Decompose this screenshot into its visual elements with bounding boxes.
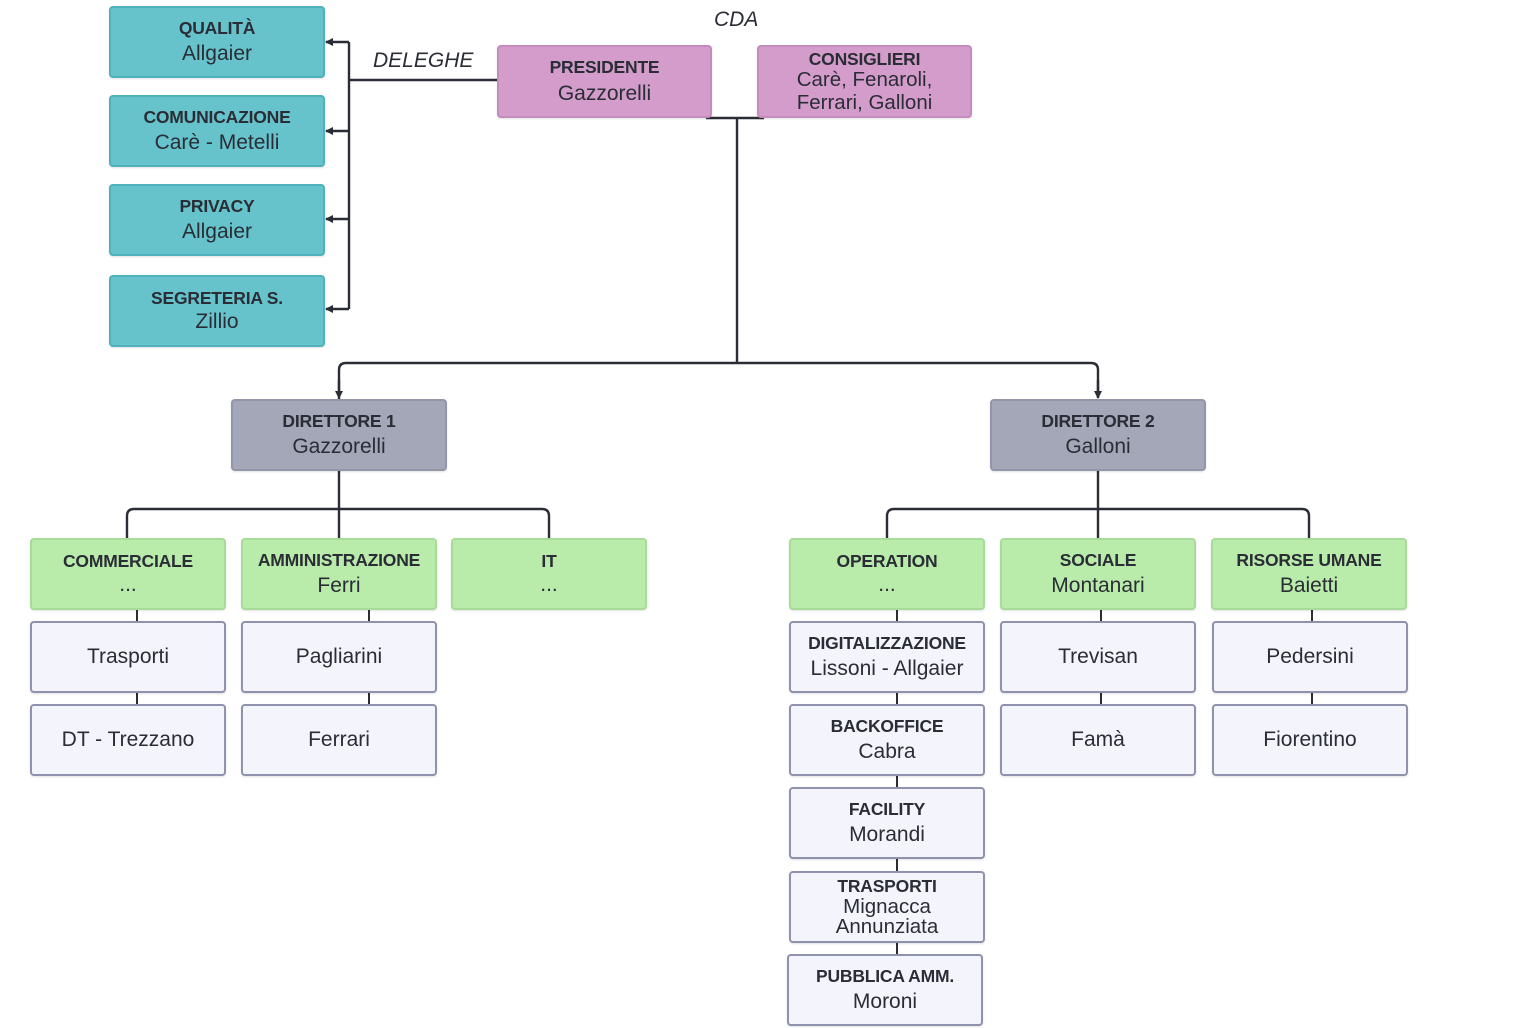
node-commerciale: COMMERCIALE ...	[30, 538, 226, 610]
node-comunicazione: COMUNICAZIONE Carè - Metelli	[109, 95, 325, 167]
node-name: Lissoni - Allgaier	[810, 656, 964, 680]
node-title: COMUNICAZIONE	[143, 106, 291, 127]
node-title: PRESIDENTE	[549, 56, 660, 77]
node-name-line1: Mignacca	[843, 894, 931, 918]
node-backoffice: BACKOFFICE Cabra	[789, 704, 985, 776]
node-name: Allgaier	[181, 219, 253, 243]
node-name: Allgaier	[181, 41, 253, 65]
node-title: RISORSE UMANE	[1236, 549, 1382, 570]
node-name: Moroni	[852, 989, 918, 1013]
node-name: ...	[878, 572, 896, 596]
node-amministrazione: AMMINISTRAZIONE Ferri	[241, 538, 437, 610]
node-title: IT	[541, 550, 557, 571]
node-ferrari: Ferrari	[241, 704, 437, 776]
node-trasporti-op: TRASPORTI Mignacca Annunziata	[789, 871, 985, 943]
node-title: TRASPORTI	[837, 876, 937, 897]
node-fiorentino: Fiorentino	[1212, 704, 1408, 776]
node-name: ...	[119, 572, 137, 596]
node-name: DT - Trezzano	[61, 727, 195, 751]
node-name: Cabra	[858, 739, 916, 763]
node-title: DIRETTORE 2	[1041, 410, 1155, 431]
cda-label: CDA	[714, 8, 759, 31]
node-consiglieri: CONSIGLIERI Carè, Fenaroli, Ferrari, Gal…	[757, 45, 972, 118]
node-name: Fiorentino	[1263, 727, 1357, 751]
node-operation: OPERATION ...	[789, 538, 985, 610]
node-name: Morandi	[849, 822, 925, 846]
node-name-line2: Ferrari, Galloni	[796, 90, 933, 114]
node-title: SEGRETERIA S.	[151, 287, 283, 308]
node-it: IT ...	[451, 538, 647, 610]
node-direttore-1: DIRETTORE 1 Gazzorelli	[231, 399, 447, 471]
node-title: OPERATION	[836, 550, 938, 571]
node-name: Gazzorelli	[292, 434, 386, 458]
node-digitalizzazione: DIGITALIZZAZIONE Lissoni - Allgaier	[789, 621, 985, 693]
node-name: Ferri	[317, 573, 361, 597]
node-name: ...	[540, 572, 558, 596]
node-segreteria: SEGRETERIA S. Zillio	[109, 275, 325, 347]
node-name: Galloni	[1065, 434, 1131, 458]
node-title: QUALITÀ	[178, 17, 256, 38]
node-qualita: QUALITÀ Allgaier	[109, 6, 325, 78]
node-title: PUBBLICA AMM.	[815, 965, 955, 986]
node-name: Zillio	[195, 309, 239, 333]
node-trevisan: Trevisan	[1000, 621, 1196, 693]
node-privacy: PRIVACY Allgaier	[109, 184, 325, 256]
node-name: Montanari	[1051, 573, 1145, 597]
node-name: Ferrari	[308, 727, 370, 751]
node-title: SOCIALE	[1059, 549, 1137, 570]
node-direttore-2: DIRETTORE 2 Galloni	[990, 399, 1206, 471]
node-name-line2: Annunziata	[835, 915, 939, 939]
node-sociale: SOCIALE Montanari	[1000, 538, 1196, 610]
node-dt-trezzano: DT - Trezzano	[30, 704, 226, 776]
node-name: Baietti	[1279, 573, 1339, 597]
node-title: FACILITY	[848, 798, 926, 819]
node-trasporti-comm: Trasporti	[30, 621, 226, 693]
node-title: COMMERCIALE	[62, 550, 193, 571]
d1-branch	[125, 507, 551, 539]
node-fama: Famà	[1000, 704, 1196, 776]
node-risorse-umane: RISORSE UMANE Baietti	[1211, 538, 1407, 610]
node-name: Gazzorelli	[557, 81, 652, 105]
node-name: Carè - Metelli	[154, 130, 280, 154]
direttori-branch	[335, 361, 1100, 404]
node-pagliarini: Pagliarini	[241, 621, 437, 693]
node-name: Famà	[1071, 727, 1125, 751]
node-name: Trevisan	[1058, 644, 1138, 668]
node-title: CONSIGLIERI	[808, 48, 921, 69]
node-presidente: PRESIDENTE Gazzorelli	[497, 45, 712, 118]
node-pubblica-amm: PUBBLICA AMM. Moroni	[787, 954, 983, 1026]
deleghe-label: DELEGHE	[373, 49, 474, 72]
node-pedersini: Pedersini	[1212, 621, 1408, 693]
node-title: DIGITALIZZAZIONE	[808, 632, 966, 653]
node-name: Trasporti	[86, 644, 170, 668]
node-name: Pedersini	[1266, 644, 1354, 668]
node-title: BACKOFFICE	[830, 715, 944, 736]
node-title: DIRETTORE 1	[282, 410, 396, 431]
d2-branch	[885, 507, 1311, 539]
node-facility: FACILITY Morandi	[789, 787, 985, 859]
node-name: Pagliarini	[295, 644, 383, 668]
node-title: AMMINISTRAZIONE	[257, 549, 421, 570]
node-name-line1: Carè, Fenaroli,	[796, 68, 933, 92]
node-title: PRIVACY	[179, 195, 255, 216]
